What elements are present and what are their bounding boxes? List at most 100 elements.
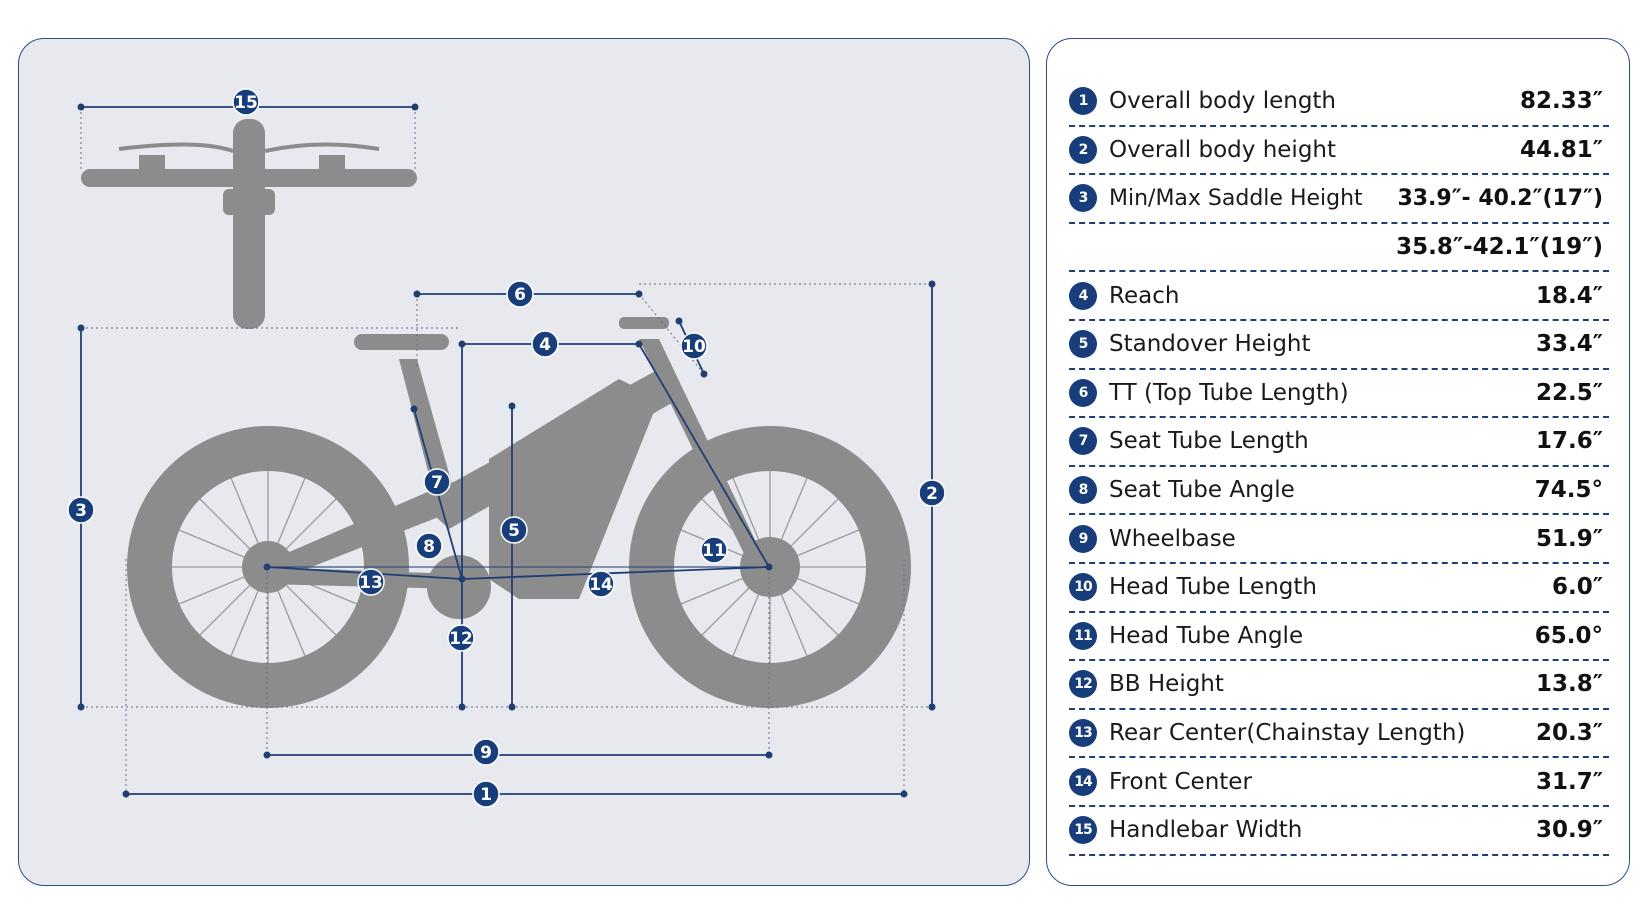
spec-row: 3 Min/Max Saddle Height 33.9″- 40.2″(17″) [1069, 175, 1609, 224]
spec-value: 20.3″ [1535, 720, 1603, 747]
spec-label: Overall body height [1109, 136, 1337, 163]
spec-row: 14 Front Center 31.7″ [1069, 758, 1609, 807]
spec-value: 6.0″ [1551, 574, 1603, 601]
marker-7: 7 [423, 468, 451, 496]
spec-row: 5 Standover Height 33.4″ [1069, 321, 1609, 370]
spec-label: Rear Center(Chainstay Length) [1109, 720, 1466, 747]
spec-value: 65.0° [1534, 622, 1603, 649]
spec-value: 17.6″ [1535, 428, 1603, 455]
spec-label: Wheelbase [1109, 525, 1236, 552]
marker-5: 5 [500, 516, 528, 544]
spec-number-badge: 15 [1069, 816, 1097, 845]
marker-11: 11 [700, 536, 728, 564]
marker-label: 12 [449, 629, 473, 649]
dimension-endpoints [77, 103, 936, 798]
spec-value: 33.9″- 40.2″(17″) [1397, 185, 1603, 211]
spec-value: 44.81″ [1519, 136, 1603, 163]
marker-10: 10 [680, 332, 708, 360]
spec-number-badge: 13 [1069, 719, 1097, 748]
spec-label: BB Height [1109, 671, 1224, 698]
marker-label: 3 [75, 501, 87, 521]
bike-side-view [127, 317, 911, 708]
spec-number-badge: 6 [1069, 378, 1097, 407]
spec-row: 13 Rear Center(Chainstay Length) 20.3″ [1069, 710, 1609, 759]
spec-label: Overall body length [1109, 88, 1337, 115]
spec-value: 33.4″ [1535, 331, 1603, 358]
marker-label: 8 [423, 537, 435, 557]
spec-row: 2 Overall body height 44.81″ [1069, 127, 1609, 176]
spec-label: Front Center [1109, 768, 1252, 795]
marker-15: 15 [232, 88, 260, 116]
marker-label: 5 [508, 521, 520, 541]
spec-row: 10 Head Tube Length 6.0″ [1069, 564, 1609, 613]
spec-number-badge: 10 [1069, 573, 1097, 602]
spec-row: 4 Reach 18.4″ [1069, 272, 1609, 321]
marker-label: 10 [682, 337, 706, 357]
spec-value: 18.4″ [1535, 282, 1603, 309]
spec-number-badge: 4 [1069, 281, 1097, 310]
spec-number-badge: 14 [1069, 767, 1097, 796]
spec-value: 35.8″-42.1″(19″) [1396, 234, 1603, 261]
marker-label: 14 [589, 575, 613, 595]
spec-table-panel: 1 Overall body length 82.33″ 2 Overall body … [1046, 38, 1630, 886]
spec-row: 15 Handlebar Width 30.9″ [1069, 807, 1609, 856]
marker-label: 4 [539, 335, 551, 355]
spec-value: 82.33″ [1519, 88, 1603, 115]
spec-list: 1 Overall body length 82.33″ 2 Overall body … [1069, 78, 1609, 856]
spec-value: 30.9″ [1535, 817, 1603, 844]
spec-value: 13.8″ [1535, 671, 1603, 698]
marker-14: 14 [587, 570, 615, 598]
spec-number-badge: 11 [1069, 621, 1097, 650]
marker-label: 6 [514, 285, 526, 305]
marker-12: 12 [447, 624, 475, 652]
spec-row: 35.8″-42.1″(19″) [1069, 224, 1609, 273]
spec-label: TT (Top Tube Length) [1109, 379, 1349, 406]
spec-row: 12 BB Height 13.8″ [1069, 661, 1609, 710]
marker-3: 3 [67, 496, 95, 524]
spec-row: 8 Seat Tube Angle 74.5° [1069, 467, 1609, 516]
spec-row: 6 TT (Top Tube Length) 22.5″ [1069, 370, 1609, 419]
spec-label: Seat Tube Angle [1109, 477, 1295, 504]
spec-row: 1 Overall body length 82.33″ [1069, 78, 1609, 127]
marker-4: 4 [531, 330, 559, 358]
marker-1: 1 [472, 780, 500, 808]
spec-value: 51.9″ [1535, 525, 1603, 552]
spec-number-badge: 7 [1069, 427, 1097, 456]
spec-row: 9 Wheelbase 51.9″ [1069, 515, 1609, 564]
handlebar-top-view [81, 119, 417, 329]
spec-label: Head Tube Length [1109, 574, 1317, 601]
spec-label: Head Tube Angle [1109, 622, 1304, 649]
marker-label: 1 [480, 785, 492, 805]
marker-label: 15 [234, 93, 258, 113]
spec-number-badge: 9 [1069, 524, 1097, 553]
marker-label: 2 [926, 484, 938, 504]
marker-8: 8 [415, 532, 443, 560]
marker-2: 2 [918, 479, 946, 507]
spec-label: Handlebar Width [1109, 817, 1303, 844]
spec-value: 22.5″ [1535, 379, 1603, 406]
spec-row: 11 Head Tube Angle 65.0° [1069, 613, 1609, 662]
marker-13: 13 [357, 568, 385, 596]
spec-number-badge: 8 [1069, 476, 1097, 505]
guide-lines [80, 107, 931, 794]
spec-number-badge: 3 [1069, 184, 1097, 213]
marker-label: 9 [480, 743, 492, 763]
spec-label: Reach [1109, 282, 1180, 309]
spec-label: Standover Height [1109, 331, 1311, 358]
spec-row: 7 Seat Tube Length 17.6″ [1069, 418, 1609, 467]
spec-number-badge: 12 [1069, 670, 1097, 699]
marker-label: 13 [359, 573, 383, 593]
spec-value: 74.5° [1534, 477, 1603, 504]
spec-label: Min/Max Saddle Height [1109, 185, 1363, 211]
spec-number-badge: 1 [1069, 87, 1097, 116]
spec-number-badge: 2 [1069, 135, 1097, 164]
marker-6: 6 [506, 280, 534, 308]
spec-value: 31.7″ [1535, 768, 1603, 795]
spec-number-badge: 5 [1069, 330, 1097, 359]
marker-9: 9 [472, 738, 500, 766]
marker-label: 11 [702, 541, 726, 561]
spec-label: Seat Tube Length [1109, 428, 1309, 455]
